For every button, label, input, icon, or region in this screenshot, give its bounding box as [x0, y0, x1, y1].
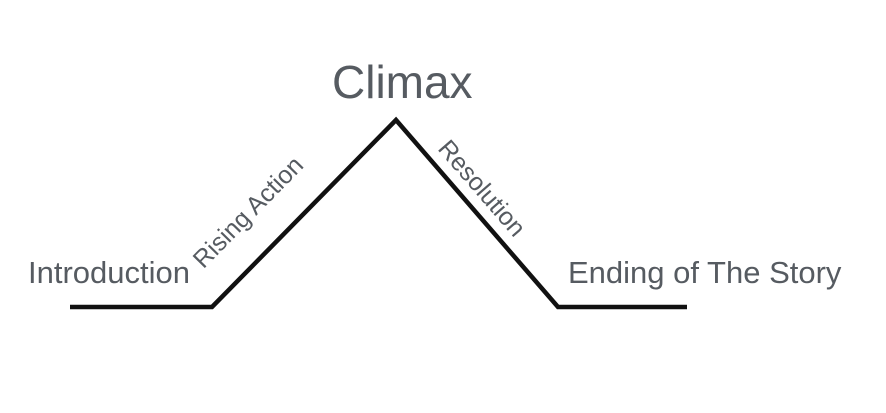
- label-climax: Climax: [332, 56, 473, 108]
- label-ending-of-the-story: Ending of The Story: [568, 255, 842, 290]
- plot-arc-polyline: [70, 116, 687, 310]
- label-introduction: Introduction: [28, 255, 190, 290]
